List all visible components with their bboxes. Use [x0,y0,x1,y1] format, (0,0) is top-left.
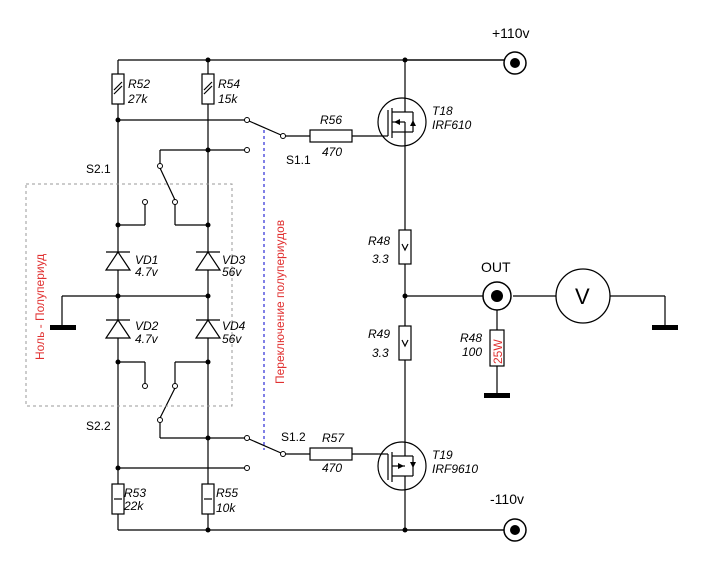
junction-dots [115,57,408,533]
label-vd1-name: VD1 [135,253,158,267]
terminal-plus [503,51,527,75]
switch-s12 [244,435,286,471]
label-plus-supply: +110v [492,25,530,41]
resistor-r57 [309,447,353,461]
label-r48a-name: R48 [368,234,390,248]
dashed-box [25,183,233,407]
label-s22: S2.2 [86,419,111,433]
voltmeter-icon [555,268,611,324]
label-minus-supply: -110v [490,491,524,507]
label-r57-val: 470 [322,461,342,475]
switch-s11 [244,117,286,153]
resistor-r49 [398,325,412,361]
resistor-r55 [201,483,215,515]
resistor-r48a [398,229,412,265]
label-r48a-val: 3.3 [372,252,389,266]
label-vd4-name: VD4 [222,319,246,333]
label-t18-name: T18 [432,104,453,118]
label-r48b-val: 100 [462,345,482,359]
label-vd2-name: VD2 [135,319,159,333]
label-voltmeter: V [575,284,590,309]
label-r49-name: R49 [368,327,390,341]
label-s12: S1.2 [281,430,306,444]
terminal-minus [503,518,527,542]
label-r55-name: R55 [216,486,238,500]
terminal-out [482,281,512,311]
resistor-r54 [201,73,215,105]
label-r52-val: 27k [127,92,148,106]
switch-s21 [142,163,178,205]
label-out: OUT [481,259,511,275]
resistor-r56 [309,129,353,143]
label-s11: S1.1 [286,153,311,167]
label-t18-part: IRF610 [432,118,472,132]
label-r54-val: 15k [218,92,238,106]
switch-s22 [142,383,178,423]
label-vd2-val: 4.7v [135,332,159,346]
ground-icons [50,325,678,398]
diode-vd2 [104,318,132,339]
label-r49-val: 3.3 [372,346,389,360]
label-r48b-name: R48 [460,331,482,345]
label-r53-val: 22k [123,499,144,513]
label-vd4-val: 56v [222,332,242,346]
label-vd1-val: 4.7v [135,265,159,279]
label-t19-part: IRF9610 [432,462,478,476]
resistor-r53 [111,483,125,515]
note-middle: Переключение полупериудов [273,220,287,384]
label-r56-val: 470 [322,145,342,159]
note-left: Ноль - Полупериуд [33,254,47,360]
label-r48b-power: 25W [491,339,505,364]
label-r55-val: 10k [216,501,236,515]
label-r54-name: R54 [218,77,240,91]
transistor-t18 [377,97,427,147]
label-vd3-val: 56v [222,265,242,279]
diode-vd3 [194,250,222,271]
diode-vd1 [104,250,132,271]
label-t19-name: T19 [432,448,453,462]
diode-vd4 [194,318,222,339]
label-vd3-name: VD3 [222,253,246,267]
label-r57-name: R57 [322,431,345,445]
transistor-t19 [377,441,427,491]
label-r52-name: R52 [128,77,150,91]
label-r53-name: R53 [124,486,146,500]
label-s21: S2.1 [86,162,111,176]
label-r56-name: R56 [320,113,342,127]
resistor-r52 [111,73,125,105]
resistor-r48b-load [489,329,505,367]
